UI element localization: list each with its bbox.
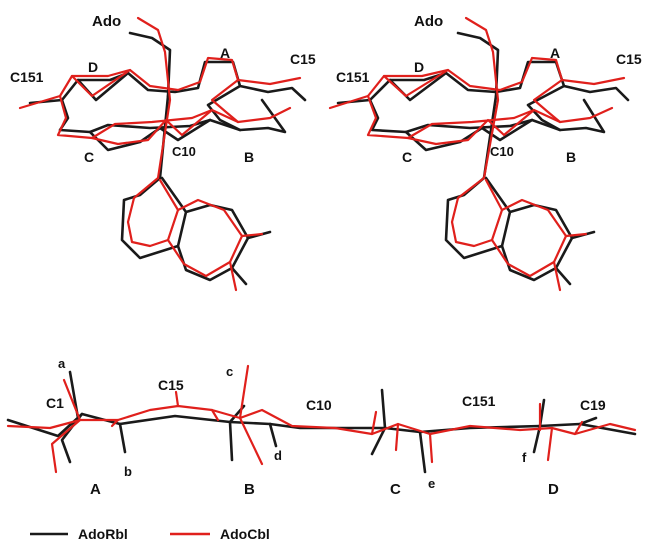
ring-label-d-side: D	[548, 481, 559, 498]
adocbl-structure-left	[18, 16, 302, 292]
ring-label-b-side: B	[244, 481, 255, 498]
side-view: a C1 b C15 c C10 d e C151 f C19 A B C D	[6, 356, 637, 498]
stereo-view-right: Ado A C15 D C151 C C10 B	[328, 13, 642, 292]
label-ring-c-right: C	[402, 149, 412, 165]
label-ring-d-right: D	[414, 59, 424, 75]
label-ring-b-left: B	[244, 149, 254, 165]
ring-label-a-side: A	[90, 481, 101, 498]
marker-d: d	[274, 448, 282, 463]
marker-e: e	[428, 476, 435, 491]
label-c10-left: C10	[172, 144, 196, 159]
label-c15-side: C15	[158, 377, 184, 393]
label-ring-a-left: A	[220, 45, 230, 61]
label-c15-right: C15	[616, 51, 642, 67]
adorbl-structure-right	[336, 31, 630, 286]
label-ring-c-left: C	[84, 149, 94, 165]
label-c1-side: C1	[46, 395, 64, 411]
adorbl-side-profile	[6, 370, 637, 474]
label-c10-right: C10	[490, 144, 514, 159]
marker-f: f	[522, 450, 527, 465]
label-c19-side: C19	[580, 397, 606, 413]
label-c151-right: C151	[336, 69, 370, 85]
adocbl-structure-right	[328, 16, 626, 292]
label-c151-side: C151	[462, 393, 496, 409]
label-c151-left: C151	[10, 69, 44, 85]
marker-c: c	[226, 364, 233, 379]
marker-b: b	[124, 464, 132, 479]
label-ring-b-right: B	[566, 149, 576, 165]
legend-label-adorbl: AdoRbl	[78, 526, 128, 539]
label-ring-d-left: D	[88, 59, 98, 75]
label-c10-side: C10	[306, 397, 332, 413]
label-c15-left: C15	[290, 51, 316, 67]
label-ado-right: Ado	[414, 13, 443, 30]
adocbl-side-profile	[6, 364, 637, 474]
marker-a: a	[58, 356, 66, 371]
ring-label-c-side: C	[390, 481, 401, 498]
label-ring-a-right: A	[550, 45, 560, 61]
legend: AdoRbl AdoCbl	[30, 526, 270, 539]
label-ado-left: Ado	[92, 13, 121, 30]
stereo-view-left: Ado A C15 D C151 C C10 B	[10, 13, 316, 292]
legend-label-adocbl: AdoCbl	[220, 526, 270, 539]
